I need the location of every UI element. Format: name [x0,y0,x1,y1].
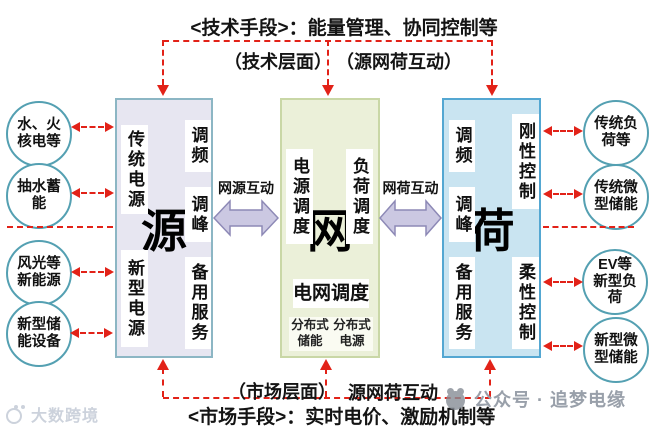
link-load-new-micro-arrow [543,340,583,352]
dashu-watermark: 大数跨境 [6,402,99,426]
grid-dispatch-box: 电网调度 [293,279,369,308]
arrow-down-source-icon [157,85,169,96]
new-source-label: 新型电源 [125,258,144,339]
left-divider-dashed-line [7,226,113,228]
dashu-logo-icon [6,404,26,424]
top-drop-grid-line [327,40,329,85]
bottom-rise-source-line [162,368,164,397]
market-layer-label: （市场层面） [228,382,336,402]
load-peak-box: 调峰 [449,187,475,242]
link-load-ev-arrow [543,276,583,288]
grid-column: 网 电源调度 负荷调度 电网调度 分布式 储能 分布式 电源 [280,98,380,358]
load-backup-label: 备用服务 [452,263,472,343]
technical-means-title: <技术手段>：能量管理、协同控制等 [190,18,498,39]
arrow-up-grid-icon [320,359,332,370]
arrow-up-load-icon [484,359,496,370]
bottom-rise-grid-line [325,368,327,397]
market-means-title: <市场手段>：实时电价、激励机制等 [188,407,496,428]
flexible-control-label: 柔性控制 [516,263,535,343]
bottom-rise-load-line [489,368,491,397]
bottom-interaction-label: 源网荷互动 [348,383,438,403]
load-freq-box: 调频 [449,120,475,172]
source-freq-box: 调频 [185,120,211,172]
wechat-watermark: 公众号 · 追梦电缘 [446,386,626,412]
source-peak-label: 调峰 [188,194,208,235]
load-dispatch-label: 负荷调度 [350,156,369,237]
circle-pumped-storage: 抽水蓄 能 [6,163,72,229]
new-source-box: 新型电源 [121,250,148,347]
wechat-account-logo-icon [446,388,468,410]
link-storage-source-arrow [70,327,113,339]
bottom-connector-line [163,397,491,399]
traditional-source-box: 传统电源 [121,125,148,214]
top-drop-source-line [162,40,164,85]
arrow-up-source-icon [157,359,169,370]
circle-new-storage-device: 新型储 能设备 [6,301,72,367]
circle-traditional-micro-storage: 传统微 型储能 [583,164,649,230]
wechat-watermark-text: 公众号 · 追梦电缘 [474,390,626,410]
circle-wind-solar: 风光等 新能源 [6,240,72,306]
technical-layer-label: （技术层面） [224,52,332,72]
link-wind-source-arrow [71,266,114,278]
arrow-down-grid-icon [322,85,334,96]
circle-ev-new-load: EV等 新型负 荷 [582,249,648,315]
link-load-traditional-arrow [543,125,583,137]
grid-big-char: 网 [307,205,353,257]
load-backup-box: 备用服务 [449,257,475,349]
source-dispatch-box: 电源调度 [286,149,313,244]
link-pumped-source-arrow [71,187,114,199]
source-backup-label: 备用服务 [188,263,208,343]
right-divider-dashed-line [543,226,634,228]
top-interaction-label: （源网荷互动） [336,52,462,72]
distributed-storage-box: 分布式 储能 [289,317,331,351]
load-freq-label: 调频 [452,126,472,166]
circle-new-micro-storage: 新型微 型储能 [583,317,649,383]
distributed-source-box: 分布式 电源 [331,317,373,351]
grid-source-arrow-icon [212,197,280,244]
rigid-control-label: 刚性控制 [516,121,535,202]
link-load-micro-storage-arrow [543,188,583,200]
link-hydro-source-arrow [71,121,114,133]
source-freq-label: 调频 [188,126,208,166]
grid-load-arrow-icon [378,197,443,244]
grid-source-interaction-label: 网源互动 [218,180,274,196]
grid-load-interaction-label: 网荷互动 [382,180,439,196]
arrow-down-load-icon [486,85,498,96]
traditional-source-label: 传统电源 [125,129,144,210]
load-peak-label: 调峰 [452,194,472,235]
circle-hydro-nuclear: 水、火 核电等 [6,101,72,167]
source-backup-box: 备用服务 [185,257,211,349]
load-dispatch-box: 负荷调度 [346,149,373,244]
source-column: 源 传统电源 新型电源 调频 调峰 备用服务 [115,98,213,358]
source-peak-box: 调峰 [185,187,211,242]
load-column: 荷 调频 调峰 备用服务 刚性控制 柔性控制 [442,98,541,358]
top-drop-load-line [491,40,493,85]
source-dispatch-label: 电源调度 [290,156,309,237]
source-big-char: 源 [141,205,187,257]
flexible-control-box: 柔性控制 [512,257,539,349]
load-big-char: 荷 [468,205,515,257]
circle-traditional-load: 传统负 荷等 [583,100,649,166]
rigid-control-box: 刚性控制 [512,114,539,209]
dashu-watermark-text: 大数跨境 [31,408,100,425]
